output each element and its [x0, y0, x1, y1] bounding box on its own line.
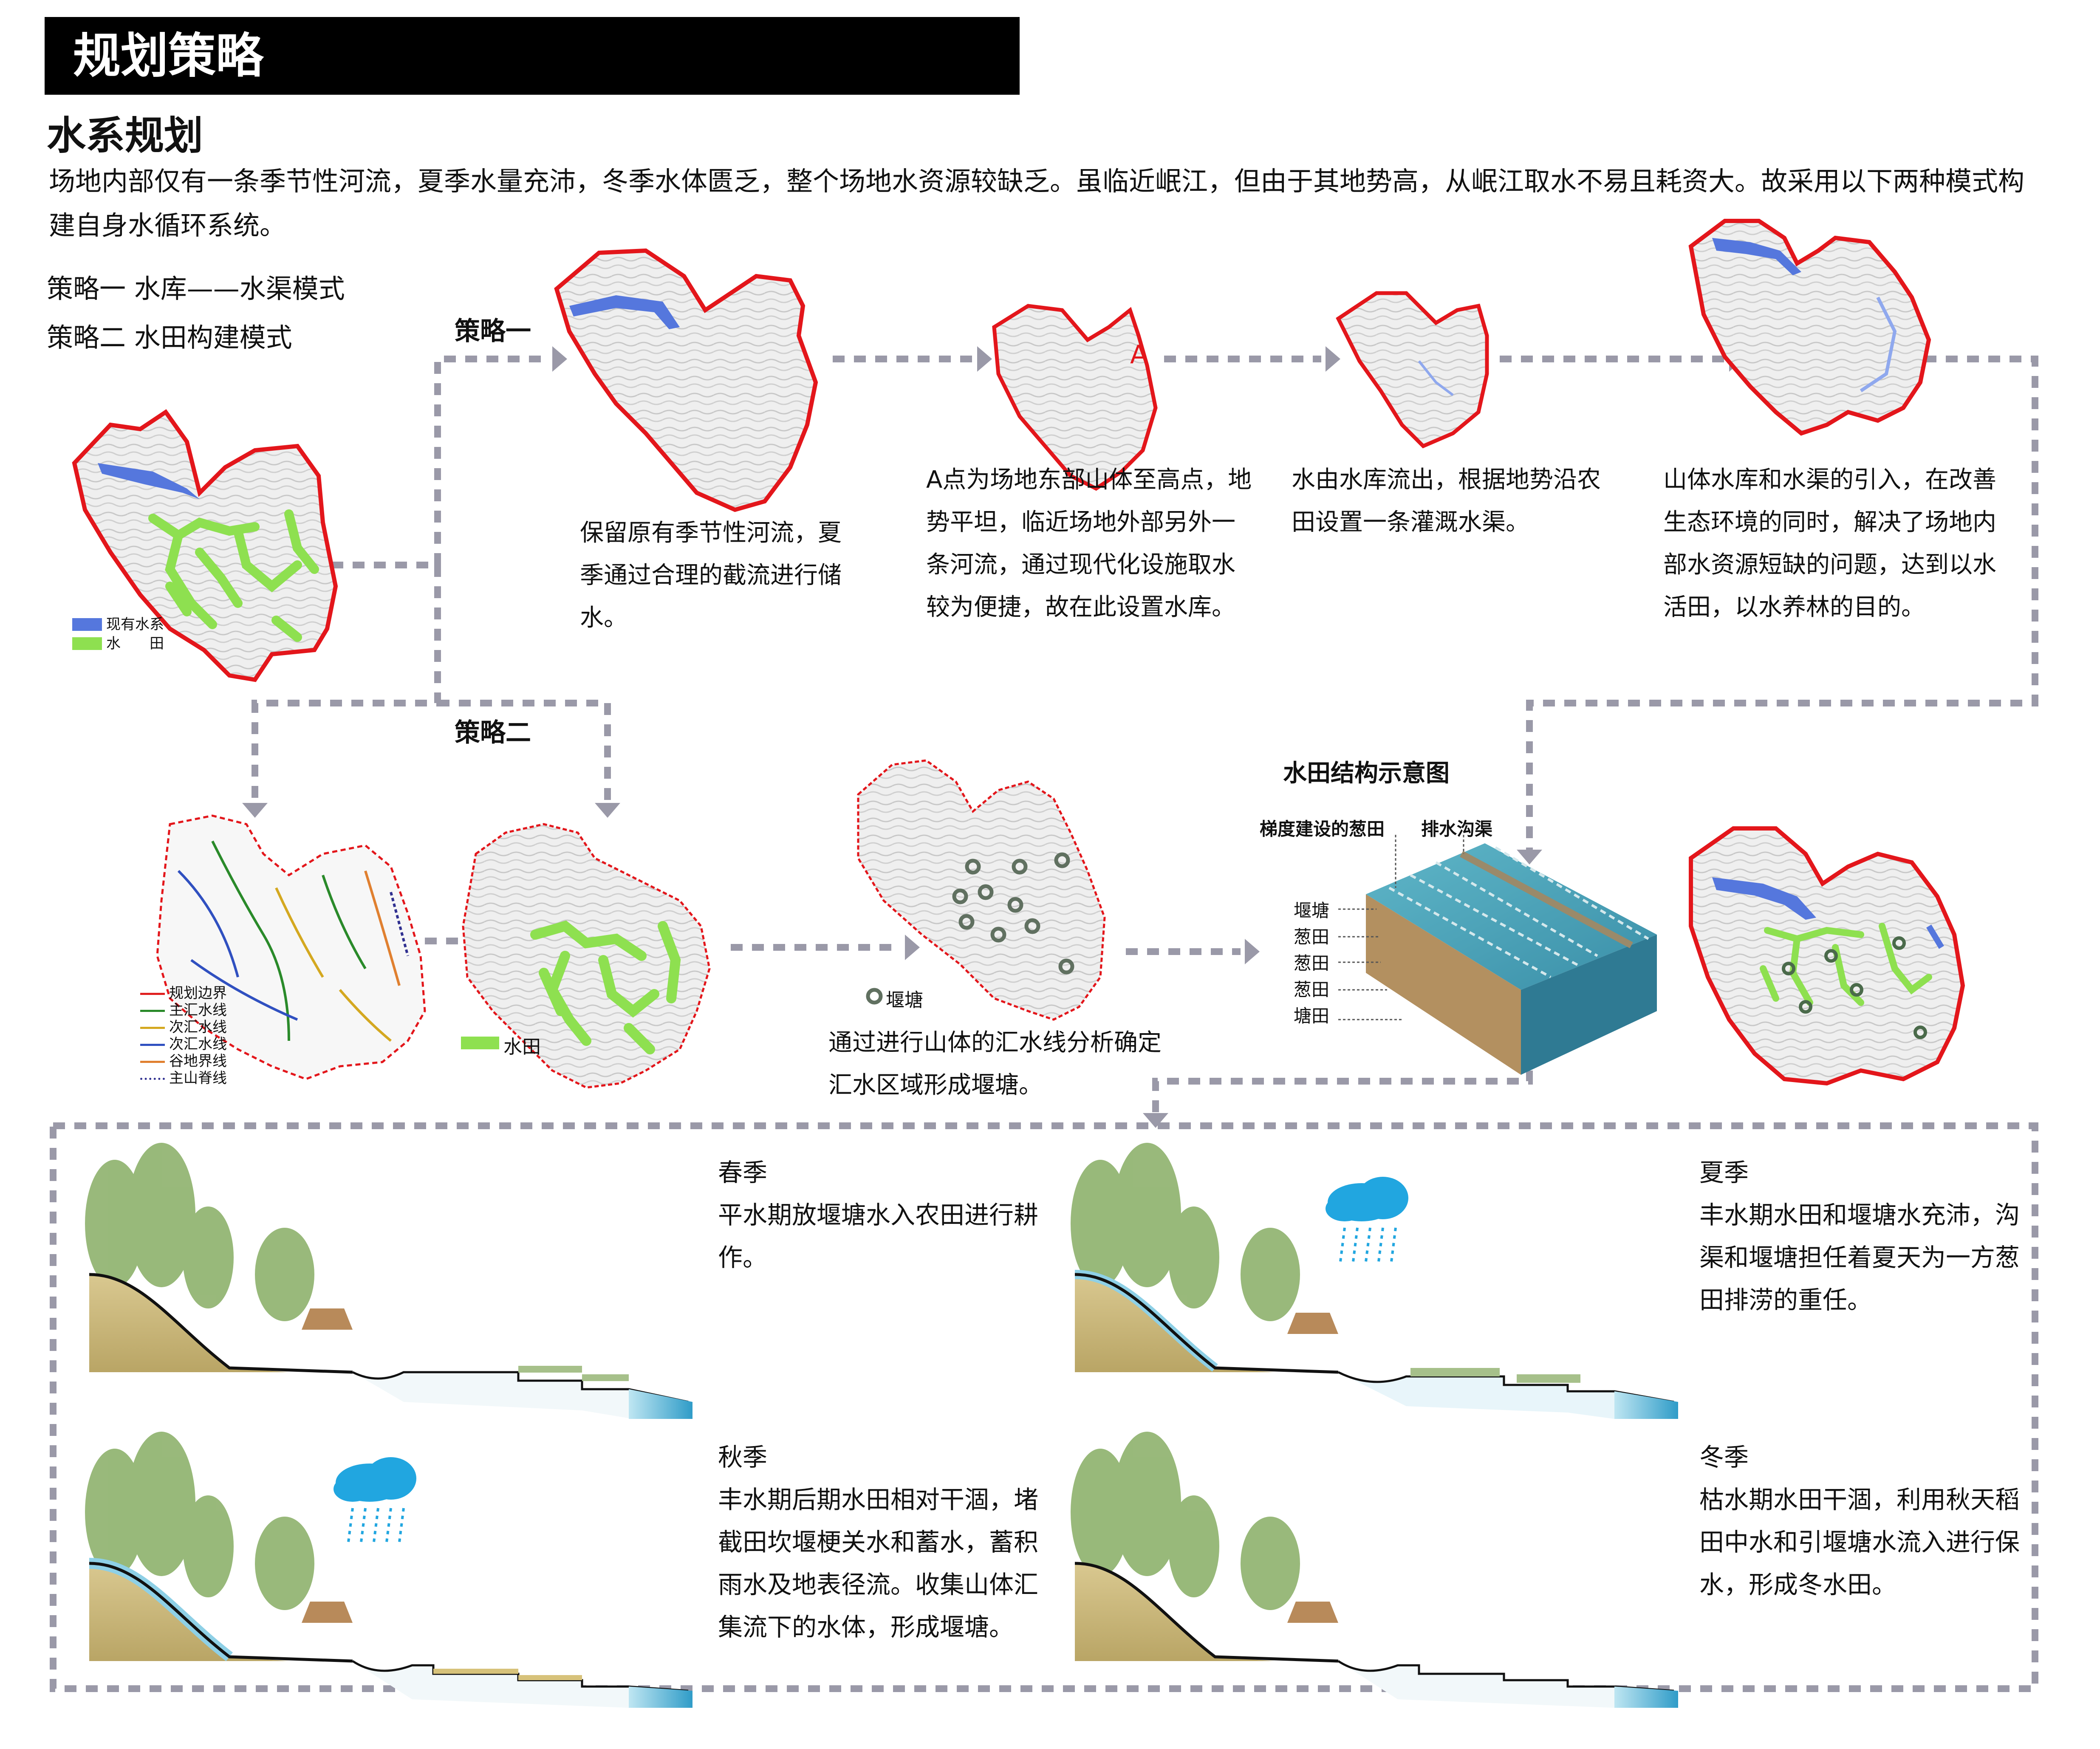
section-winter	[1071, 1432, 1678, 1708]
season-spring-name: 春季	[718, 1158, 768, 1187]
season-spring-text: 平水期放堰塘水入农田进行耕作。	[718, 1201, 1039, 1272]
structure-side-label: 葱田	[1294, 979, 1330, 1000]
flow-lines	[50, 356, 2038, 1692]
strategy-line-2: 策略二 水田构建模式	[47, 322, 292, 353]
site-map-step1	[554, 248, 818, 512]
flow-line-step4-down	[1526, 356, 2038, 850]
season-winter: 冬季 枯水期水田干涸，利用秋天稻田中水和引堰塘水流入进行保水，形成冬水田。	[1699, 1436, 2022, 1606]
season-autumn-name: 秋季	[718, 1443, 768, 1472]
pond-legend-label: 堰塘	[886, 989, 923, 1011]
legend-paddy: 水 田	[106, 635, 164, 652]
flow-line-main-to-strategy1	[331, 356, 548, 568]
section-autumn	[85, 1432, 692, 1708]
season-winter-text: 枯水期水田干涸，利用秋天稻田中水和引堰塘水流入进行保水，形成冬水田。	[1699, 1485, 2020, 1599]
legend-existing-water: 现有水系	[106, 616, 164, 633]
paddy-legend-label: 水田	[503, 1036, 541, 1058]
season-autumn: 秋季 丰水期后期水田相对干涸，堵截田坎堰梗关水和蓄水，蓄积雨水及地表径流。收集山…	[718, 1436, 1041, 1648]
site-map-ponds	[857, 759, 1106, 1021]
season-spring: 春季 平水期放堰塘水入农田进行耕作。	[718, 1151, 1041, 1279]
watershed-legend: 规划边界 主汇水线 次汇水线 次汇水线 谷地界线 主山脊线	[140, 985, 227, 1087]
intro-paragraph: 场地内部仅有一条季节性河流，夏季水量充沛，冬季水体匮乏，整个场地水资源较缺乏。虽…	[49, 166, 2025, 241]
season-summer-name: 夏季	[1699, 1158, 1749, 1187]
structure-side-label: 葱田	[1294, 927, 1330, 947]
watershed-legend-item: 主汇水线	[140, 1002, 227, 1019]
page-title: 规划策略	[73, 28, 263, 84]
strategy1-step4-text: 山体水库和水渠的引入，在改善生态环境的同时，解决了场地内部水资源短缺的问题，达到…	[1663, 466, 1996, 621]
site-map-main	[72, 409, 338, 682]
strategy1-step1-text: 保留原有季节性河流，夏季通过合理的截流进行储水。	[580, 519, 842, 632]
season-summer-text: 丰水期水田和堰塘水充沛，沟渠和堰塘担任着夏天为一方葱田排涝的重任。	[1699, 1201, 2020, 1314]
point-a-label: A	[1130, 340, 1148, 370]
section-summer	[1071, 1143, 1678, 1419]
site-map-step3	[1336, 291, 1489, 449]
season-winter-name: 冬季	[1699, 1443, 1749, 1472]
strategy2-label: 策略二	[455, 718, 531, 748]
flow-line-to-seasons	[1152, 1071, 1533, 1113]
flow-line-strategy2	[252, 565, 441, 803]
section-spring	[85, 1143, 692, 1419]
section-title: 水系规划	[47, 113, 203, 158]
watershed-legend-item: 次汇水线	[140, 1019, 227, 1036]
seasons-frame	[50, 1122, 2038, 1692]
site-map-step4	[1688, 219, 1931, 436]
site-map-step2	[992, 304, 1158, 491]
structure-label-drain: 排水沟渠	[1421, 819, 1493, 839]
title-bar	[45, 17, 1020, 95]
paddy-structure-diagram	[1338, 835, 1657, 1075]
structure-side-label: 堰塘	[1294, 900, 1330, 921]
watershed-legend-item: 次汇水线	[140, 1036, 227, 1053]
pond-analysis-text: 通过进行山体的汇水线分析确定汇水区域形成堰塘。	[828, 1029, 1162, 1099]
structure-side-label: 塘田	[1294, 1006, 1330, 1026]
strategy1-step3-text: 水由水库流出，根据地势沿农田设置一条灌溉水渠。	[1292, 466, 1601, 536]
watershed-legend-item: 主山脊线	[140, 1070, 227, 1087]
flow-line-strategy2-right	[438, 700, 611, 803]
site-map-paddy	[461, 823, 711, 1089]
strategy1-label: 策略一	[455, 316, 531, 346]
structure-side-labels: 堰塘 葱田 葱田 葱田 塘田	[1294, 898, 1329, 1029]
structure-title: 水田结构示意图	[1283, 760, 1450, 787]
watershed-legend-item: 谷地界线	[140, 1053, 227, 1070]
structure-side-label: 葱田	[1294, 953, 1330, 974]
season-summer: 夏季 丰水期水田和堰塘水充沛，沟渠和堰塘担任着夏天为一方葱田排涝的重任。	[1699, 1151, 2022, 1321]
strategy1-step2-text: A点为场地东部山体至高点，地势平坦，临近场地外部另外一条河流，通过现代化设施取水…	[926, 466, 1252, 621]
site-map-final	[1689, 826, 1965, 1086]
watershed-legend-item: 规划边界	[140, 985, 227, 1002]
structure-label-terraced: 梯度建设的葱田	[1260, 819, 1385, 839]
site-map-watershed	[156, 814, 426, 1080]
season-autumn-text: 丰水期后期水田相对干涸，堵截田坎堰梗关水和蓄水，蓄积雨水及地表径流。收集山体汇集…	[718, 1485, 1039, 1642]
strategy-line-1: 策略一 水库——水渠模式	[47, 273, 345, 304]
